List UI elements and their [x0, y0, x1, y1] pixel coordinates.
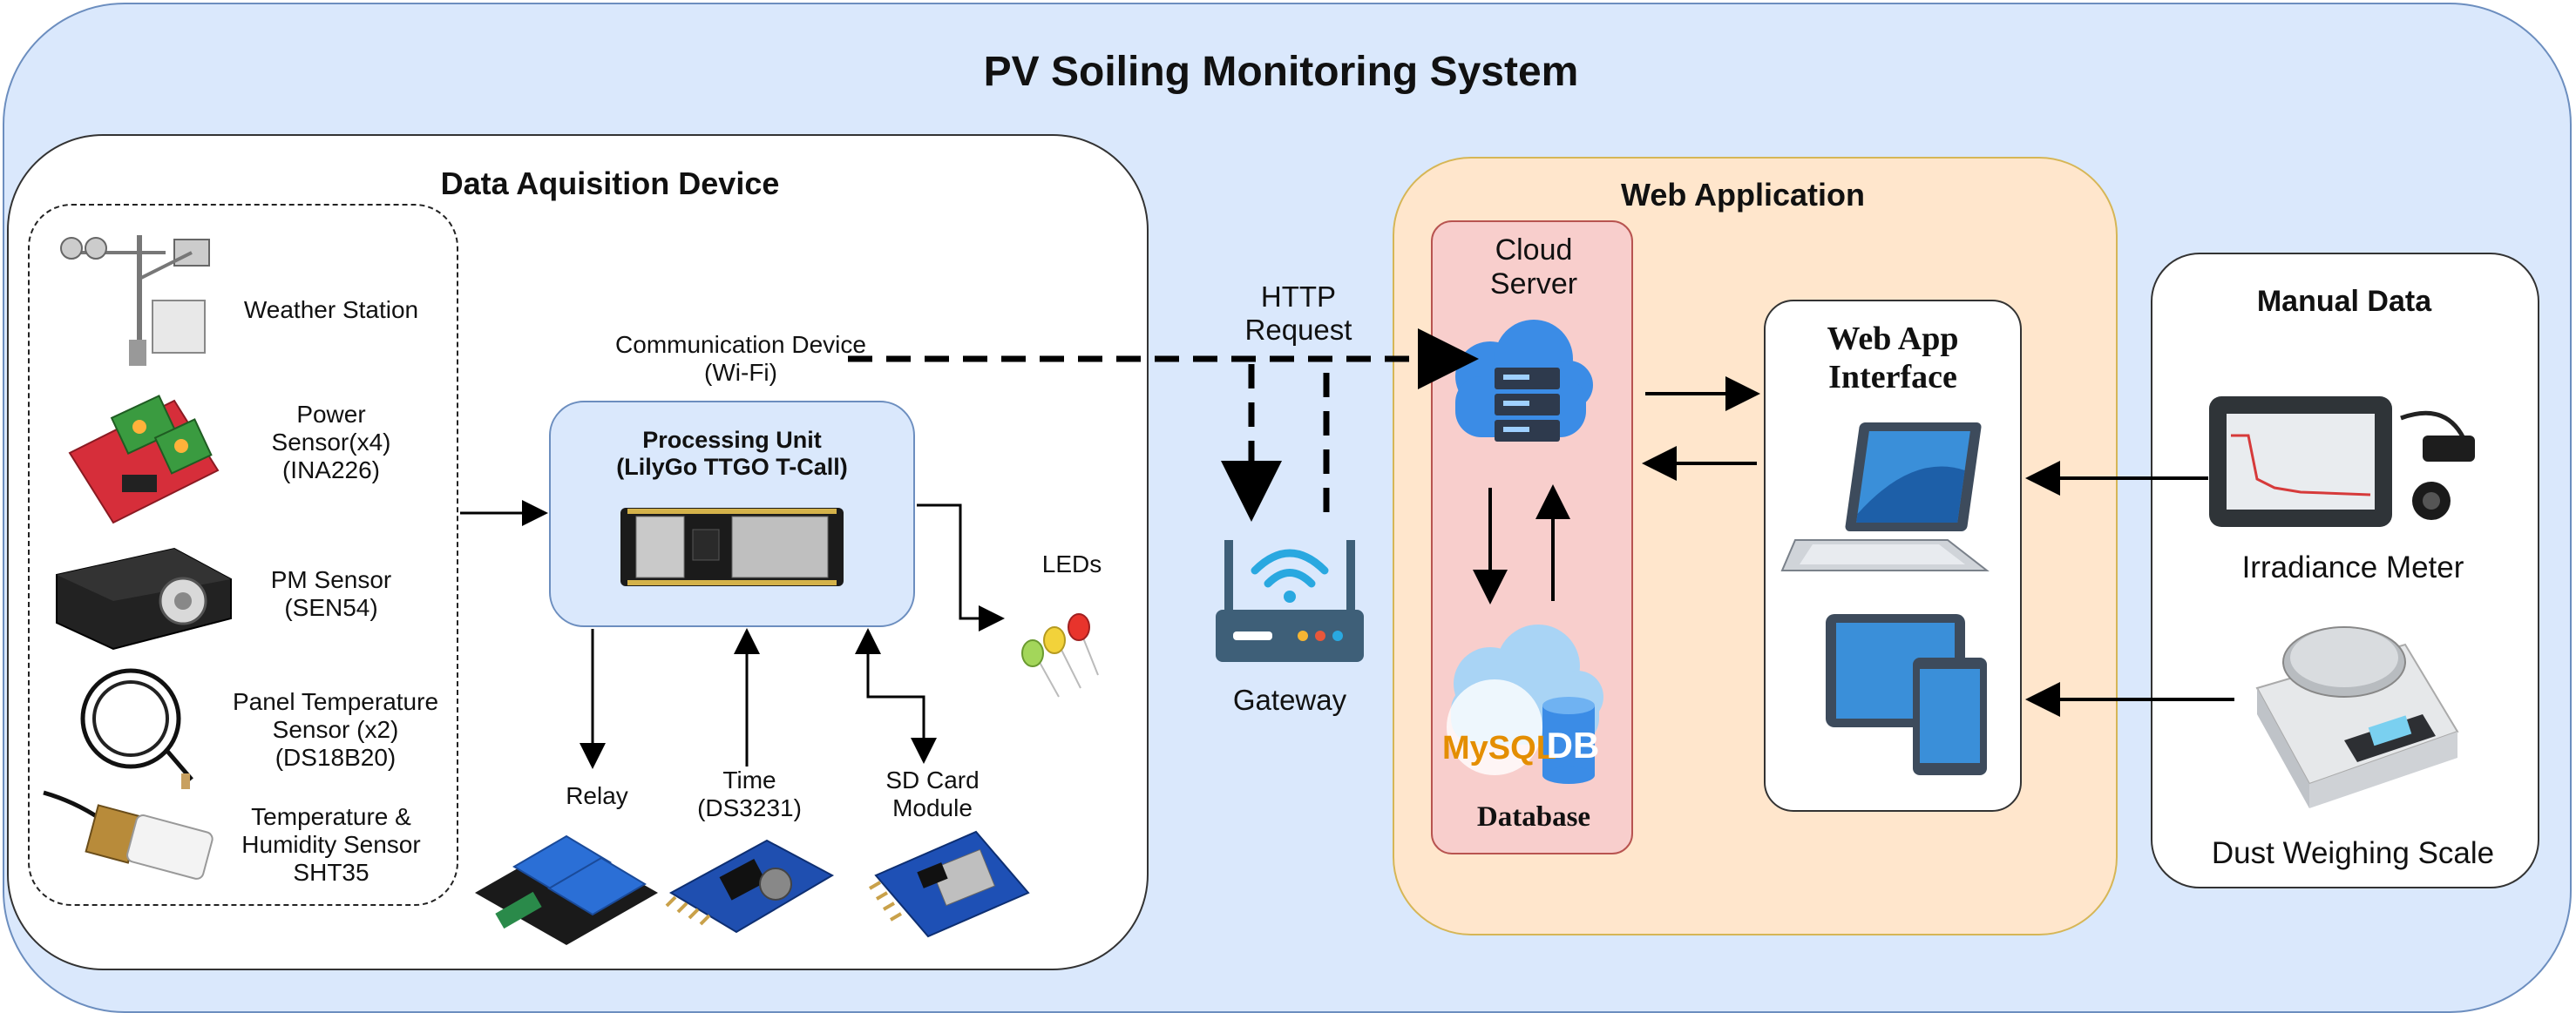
- tablet-phone-icon: [1826, 614, 1987, 775]
- sd-card-module-icon: [868, 830, 1030, 938]
- database-icon: [1447, 625, 1603, 784]
- time-label: Time (DS3231): [697, 767, 802, 822]
- sensor-label-weather-station: Weather Station: [243, 296, 419, 323]
- irradiance-meter-icon: [2209, 396, 2475, 527]
- pm-sensor-icon: [56, 547, 232, 651]
- db-logo-text: DB: [1546, 725, 1600, 766]
- sensor-label-power-sensor: Power Sensor(x4) (INA226): [271, 401, 391, 484]
- sd-card-label: SD Card Module: [885, 767, 980, 822]
- relay-label: Relay: [566, 782, 628, 809]
- humidity-probe-icon: [43, 790, 214, 880]
- mysql-logo-text: MySQL: [1442, 730, 1556, 767]
- processing-unit-title: Processing Unit (LilyGo TTGO T-Call): [616, 427, 848, 481]
- web-application-title: Web Application: [1620, 177, 1865, 213]
- manual-data-title: Manual Data: [2256, 285, 2432, 318]
- gateway-router-icon: [1216, 540, 1364, 662]
- dust-weighing-scale-label: Dust Weighing Scale: [2211, 836, 2495, 870]
- arrow-processing-to-leds: [917, 503, 1005, 631]
- lilygo-board-icon: [620, 508, 844, 586]
- communication-device-label: Communication Device (Wi-Fi): [615, 331, 866, 387]
- gateway-label: Gateway: [1232, 684, 1347, 716]
- diagram-title: PV Soiling Monitoring System: [983, 49, 1579, 95]
- arrow-processing-sd-card: [855, 628, 937, 764]
- laptop-icon: [1780, 422, 1990, 571]
- rtc-module-icon: [665, 839, 835, 934]
- temperature-probe-icon: [80, 668, 193, 789]
- leds-label: LEDs: [1041, 550, 1102, 577]
- sensor-label-temp-humidity: Temperature & Humidity Sensor SHT35: [241, 803, 421, 887]
- weighing-scale-icon: [2255, 626, 2459, 808]
- relay-module-icon: [475, 834, 658, 945]
- sensors-group: [28, 204, 458, 906]
- data-acquisition-title: Data Aquisition Device: [440, 165, 780, 201]
- leds-icon: [1021, 613, 1099, 698]
- database-label: Database: [1476, 801, 1591, 833]
- sensor-label-pm-sensor: PM Sensor (SEN54): [270, 566, 392, 622]
- irradiance-meter-label: Irradiance Meter: [2241, 550, 2464, 584]
- web-app-interface-title: Web App Interface: [1827, 321, 1959, 395]
- anemometer-icon: [60, 235, 210, 366]
- sensor-label-panel-temperature: Panel Temperature Sensor (x2) (DS18B20): [232, 688, 439, 772]
- http-request-label: HTTP Request: [1244, 280, 1352, 346]
- cloud-server-label: Cloud Server: [1489, 233, 1578, 301]
- power-sensor-board-icon: [68, 395, 220, 524]
